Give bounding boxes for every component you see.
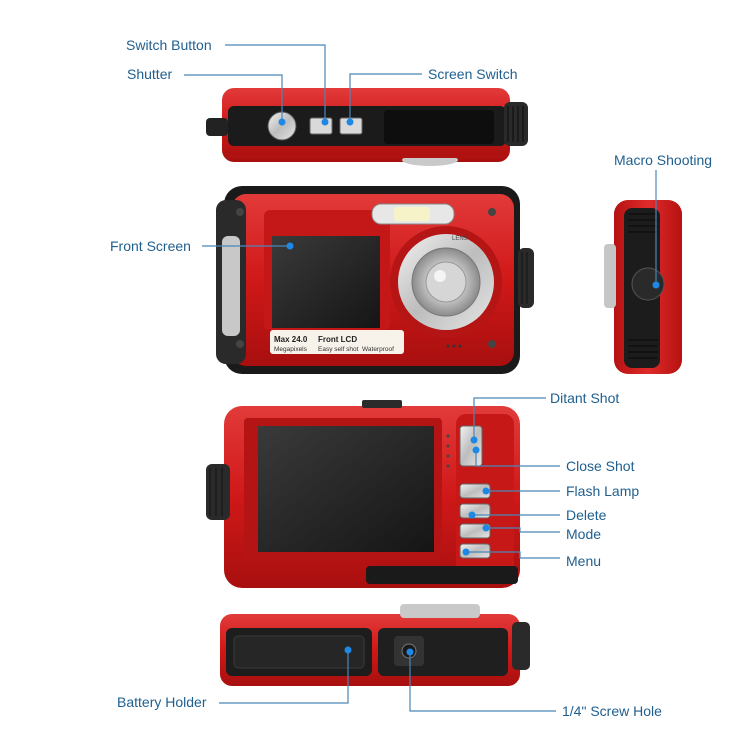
marker-screw-hole — [406, 648, 414, 656]
camera-print-waterproof: Waterproof — [362, 346, 394, 353]
camera-front-view — [216, 186, 534, 374]
camera-print-easy-selfie: Easy self shot — [318, 346, 359, 353]
label-screw-hole: 1/4" Screw Hole — [562, 703, 662, 719]
leader-battery-holder — [219, 650, 349, 704]
label-macro-shooting: Macro Shooting — [614, 152, 713, 168]
leader-distant-shot — [473, 397, 546, 440]
marker-distant-shot — [470, 436, 478, 444]
label-close-shot: Close Shot — [566, 458, 635, 474]
label-screen-switch: Screen Switch — [428, 66, 518, 82]
leader-close-shot — [475, 450, 560, 467]
label-battery-holder: Battery Holder — [117, 694, 207, 710]
marker-close-shot — [472, 446, 480, 454]
marker-front-screen — [286, 242, 294, 250]
markers — [278, 118, 660, 656]
leader-mode — [486, 527, 560, 533]
camera-bottom-view — [220, 604, 530, 686]
leader-lines — [184, 44, 657, 712]
camera-print-megapixels: Megapixels — [274, 346, 308, 353]
leader-switch-button — [225, 44, 326, 122]
label-distant-shot: Ditant Shot — [550, 390, 620, 406]
camera-side-view — [604, 200, 682, 374]
marker-delete — [468, 511, 476, 519]
leader-menu — [466, 551, 560, 559]
label-front-screen: Front Screen — [110, 238, 191, 254]
label-mode: Mode — [566, 526, 602, 542]
marker-macro-shooting — [652, 281, 660, 289]
label-shutter: Shutter — [127, 66, 173, 82]
marker-shutter — [278, 118, 286, 126]
marker-flash-lamp — [482, 487, 490, 495]
label-switch-button: Switch Button — [126, 37, 212, 53]
camera-print-max-mp: Max 24.0 — [274, 335, 308, 344]
marker-screen-switch — [346, 118, 354, 126]
marker-switch-button — [321, 118, 329, 126]
camera-back-view — [206, 400, 520, 588]
marker-battery-holder — [344, 646, 352, 654]
marker-mode — [482, 524, 490, 532]
leader-screw-hole — [409, 652, 556, 712]
label-flash-lamp: Flash Lamp — [566, 483, 640, 499]
camera-print-front-lcd: Front LCD — [318, 335, 357, 344]
leader-screen-switch — [349, 73, 422, 122]
marker-menu — [462, 548, 470, 556]
label-menu: Menu — [566, 553, 602, 569]
leader-shutter — [184, 74, 283, 122]
label-delete: Delete — [566, 507, 607, 523]
camera-top-view — [206, 88, 528, 166]
camera-print-lens: LENS — [452, 236, 468, 242]
